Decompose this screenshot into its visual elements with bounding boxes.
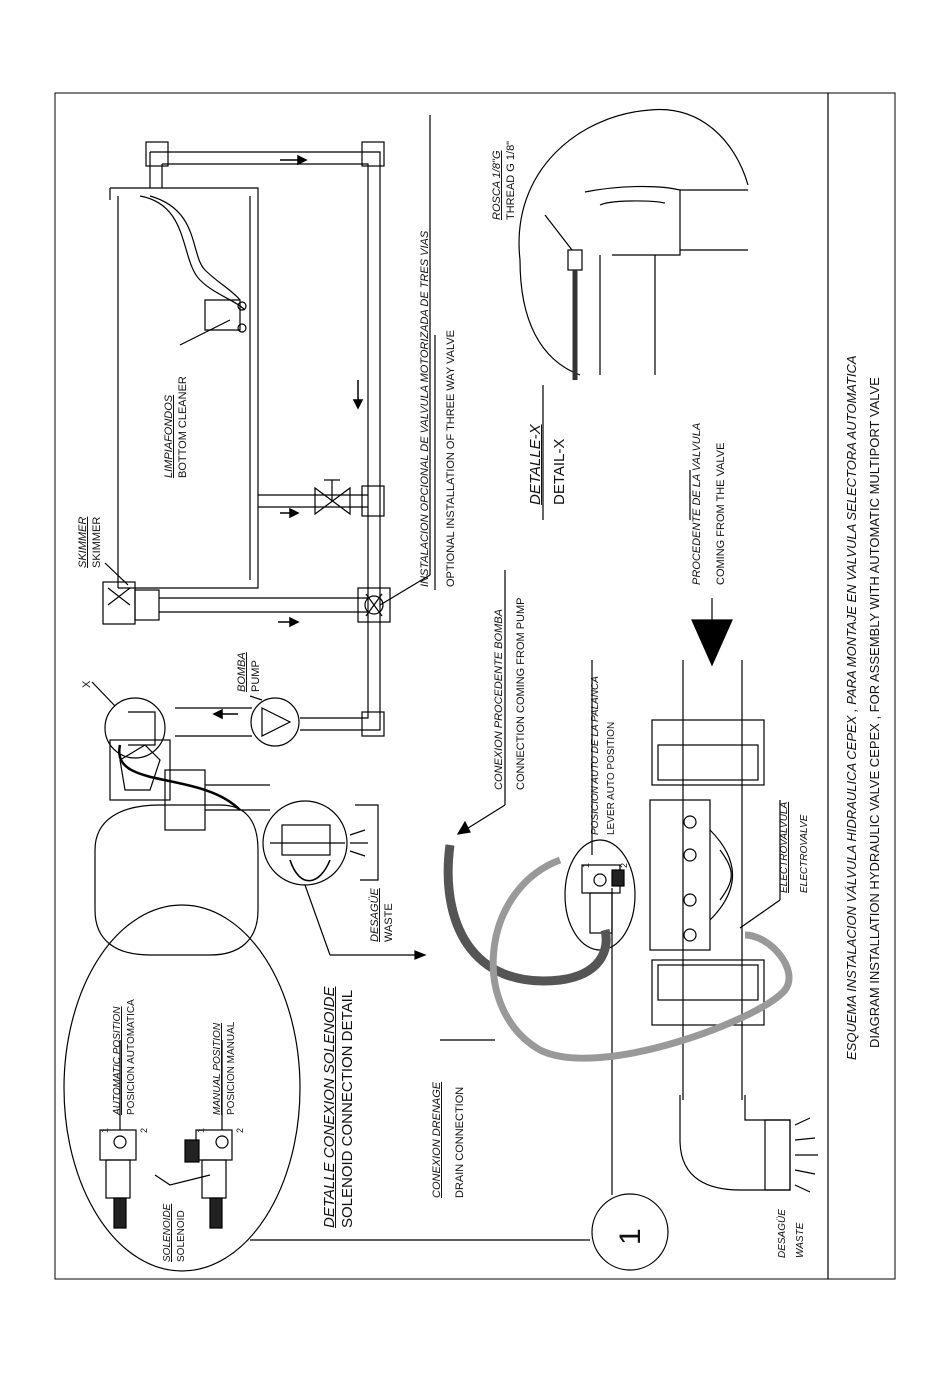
waste-spray (794, 1117, 818, 1193)
solenoid-manual-port-2: 2 (235, 1127, 245, 1133)
solenoid-detail-title-es: DETALLE CONEXION SOLENOIDE (321, 986, 338, 1228)
diagram-title-en: DIAGRAM INSTALLATION HYDRAULIC VALVE CEP… (867, 377, 882, 1048)
waste2-label-en: WASTE (795, 1222, 806, 1258)
three-way-label-es: INSTALACION OPCIONAL DE VALVULA MOTORIZA… (419, 230, 431, 587)
label-leaders (104, 115, 781, 1041)
detail-x-marker (91, 681, 241, 811)
hoses (443, 844, 793, 1062)
pump (175, 697, 300, 747)
pool (109, 187, 259, 589)
electrovalve-label-es: ELECTROVALVULA (779, 801, 790, 893)
solenoid-automatic (99, 1129, 137, 1229)
flow-arrows (212, 154, 364, 720)
lever-label-es: POSICION AUTO DE LA PALANCA (590, 676, 601, 835)
skimmer-label-en: SKIMMER (91, 516, 103, 568)
skimmer (102, 581, 160, 625)
solenoid-manual-port-1: 1 (196, 1127, 206, 1133)
waste-label-en: WASTE (383, 903, 395, 942)
solenoide-label-es: SOLENOIDE (162, 1203, 173, 1262)
hydraulic-valve (649, 598, 818, 1193)
solenoid-positions-ellipse (63, 904, 301, 1272)
lever-detail (564, 839, 636, 951)
three-way-label-en: OPTIONAL INSTALLATION OF THREE WAY VALVE (445, 330, 457, 587)
x-marker-label: X (81, 680, 93, 688)
thread-label-en: THREAD G 1/8" (505, 140, 517, 220)
solenoid-auto-port-1: 1 (100, 1127, 110, 1133)
lever-label-en: LEVER AUTO POSITION (606, 721, 617, 835)
skimmer-label-es: SKIMMER (77, 516, 89, 568)
rosca-label-es: ROSCA 1/8"G (491, 150, 503, 220)
detail-x-label-es: DETALLE-X (527, 424, 544, 505)
filter (94, 739, 270, 956)
solenoid-label-en: SOLENOID (176, 1210, 187, 1262)
lever-port-1: 1 (581, 862, 591, 868)
circled-number-1: 1 (614, 1228, 647, 1245)
solenoid-detail-circle (262, 800, 427, 960)
detail-x-label-en: DETAIL-X (551, 438, 568, 505)
solenoid-manual (184, 1129, 233, 1229)
waste-label-es: DESAGÜE (369, 888, 381, 942)
solenoid-detail-title-en: SOLENOID CONNECTION DETAIL (339, 989, 356, 1228)
waste2-label-es: DESAGÜE (777, 1209, 788, 1258)
drain-label-es: CONEXION DRENAGE (431, 1081, 443, 1198)
manual-position-label-es: POSICION MANUAL (226, 1021, 237, 1115)
auto-position-label-en: AUTOMATIC POSITION (112, 1006, 123, 1115)
electrovalve-label-en: ELECTROVALVE (799, 814, 810, 893)
from-valve-label-es: PROCEDENTE DE LA VALVULA (691, 422, 703, 585)
cleaner-label-en: BOTTOM CLEANER (177, 376, 189, 478)
return-pipes (145, 141, 391, 737)
auto-position-label-es: POSICION AUTOMATICA (126, 999, 137, 1115)
manual-position-label-en: MANUAL POSITION (212, 1022, 223, 1115)
pump-label-es: BOMBA (236, 652, 248, 692)
drain-label-en: DRAIN CONNECTION (454, 1086, 466, 1198)
cleaner-label-es: LIMPIAFONDOS (163, 394, 175, 478)
from-valve-label-en: COMING FROM THE VALVE (715, 442, 727, 585)
lever-port-2: 2 (619, 862, 629, 868)
solenoid-auto-port-2: 2 (139, 1127, 149, 1133)
from-pump-label-en: CONNECTION COMING FROM PUMP (515, 597, 527, 791)
leader-lines (250, 888, 669, 1271)
diagram-title-es: ESQUEMA INSTALACION VÁLVULA HIDRAULICA C… (844, 355, 859, 1060)
detail-x-region (518, 108, 749, 380)
pump-label-en: PUMP (250, 660, 262, 692)
from-pump-label-es: CONEXION PROCEDENTE BOMBA (493, 609, 505, 790)
